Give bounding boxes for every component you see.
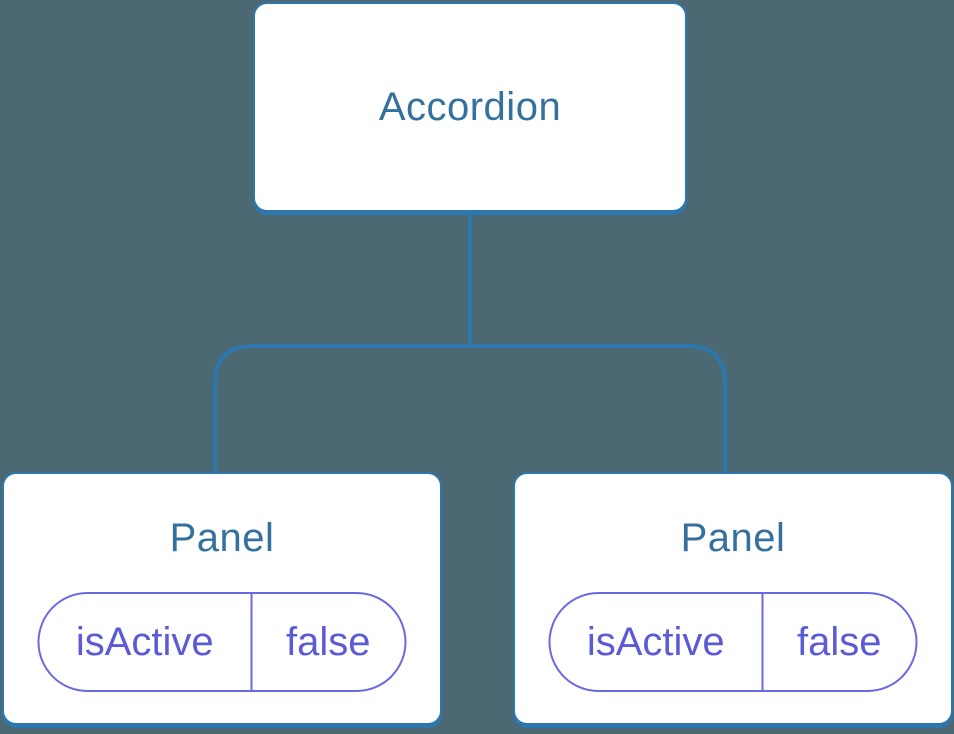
accordion-label: Accordion	[378, 84, 562, 129]
panel-right-state-pill: isActive false	[548, 592, 918, 692]
panel-left-state-key: isActive	[40, 594, 253, 690]
accordion-node: Accordion	[253, 2, 687, 212]
panel-node-right: Panel isActive false	[513, 472, 953, 725]
panel-left-label: Panel	[169, 516, 275, 560]
panel-right-state-value: false	[797, 619, 882, 664]
panel-right-label: Panel	[680, 516, 786, 560]
panel-node-left: Panel isActive false	[2, 472, 442, 725]
panel-left-state-pill: isActive false	[37, 592, 407, 692]
panel-left-state-value: false	[286, 619, 371, 664]
branch-line	[213, 344, 727, 472]
panel-right-state-key: isActive	[551, 594, 764, 690]
